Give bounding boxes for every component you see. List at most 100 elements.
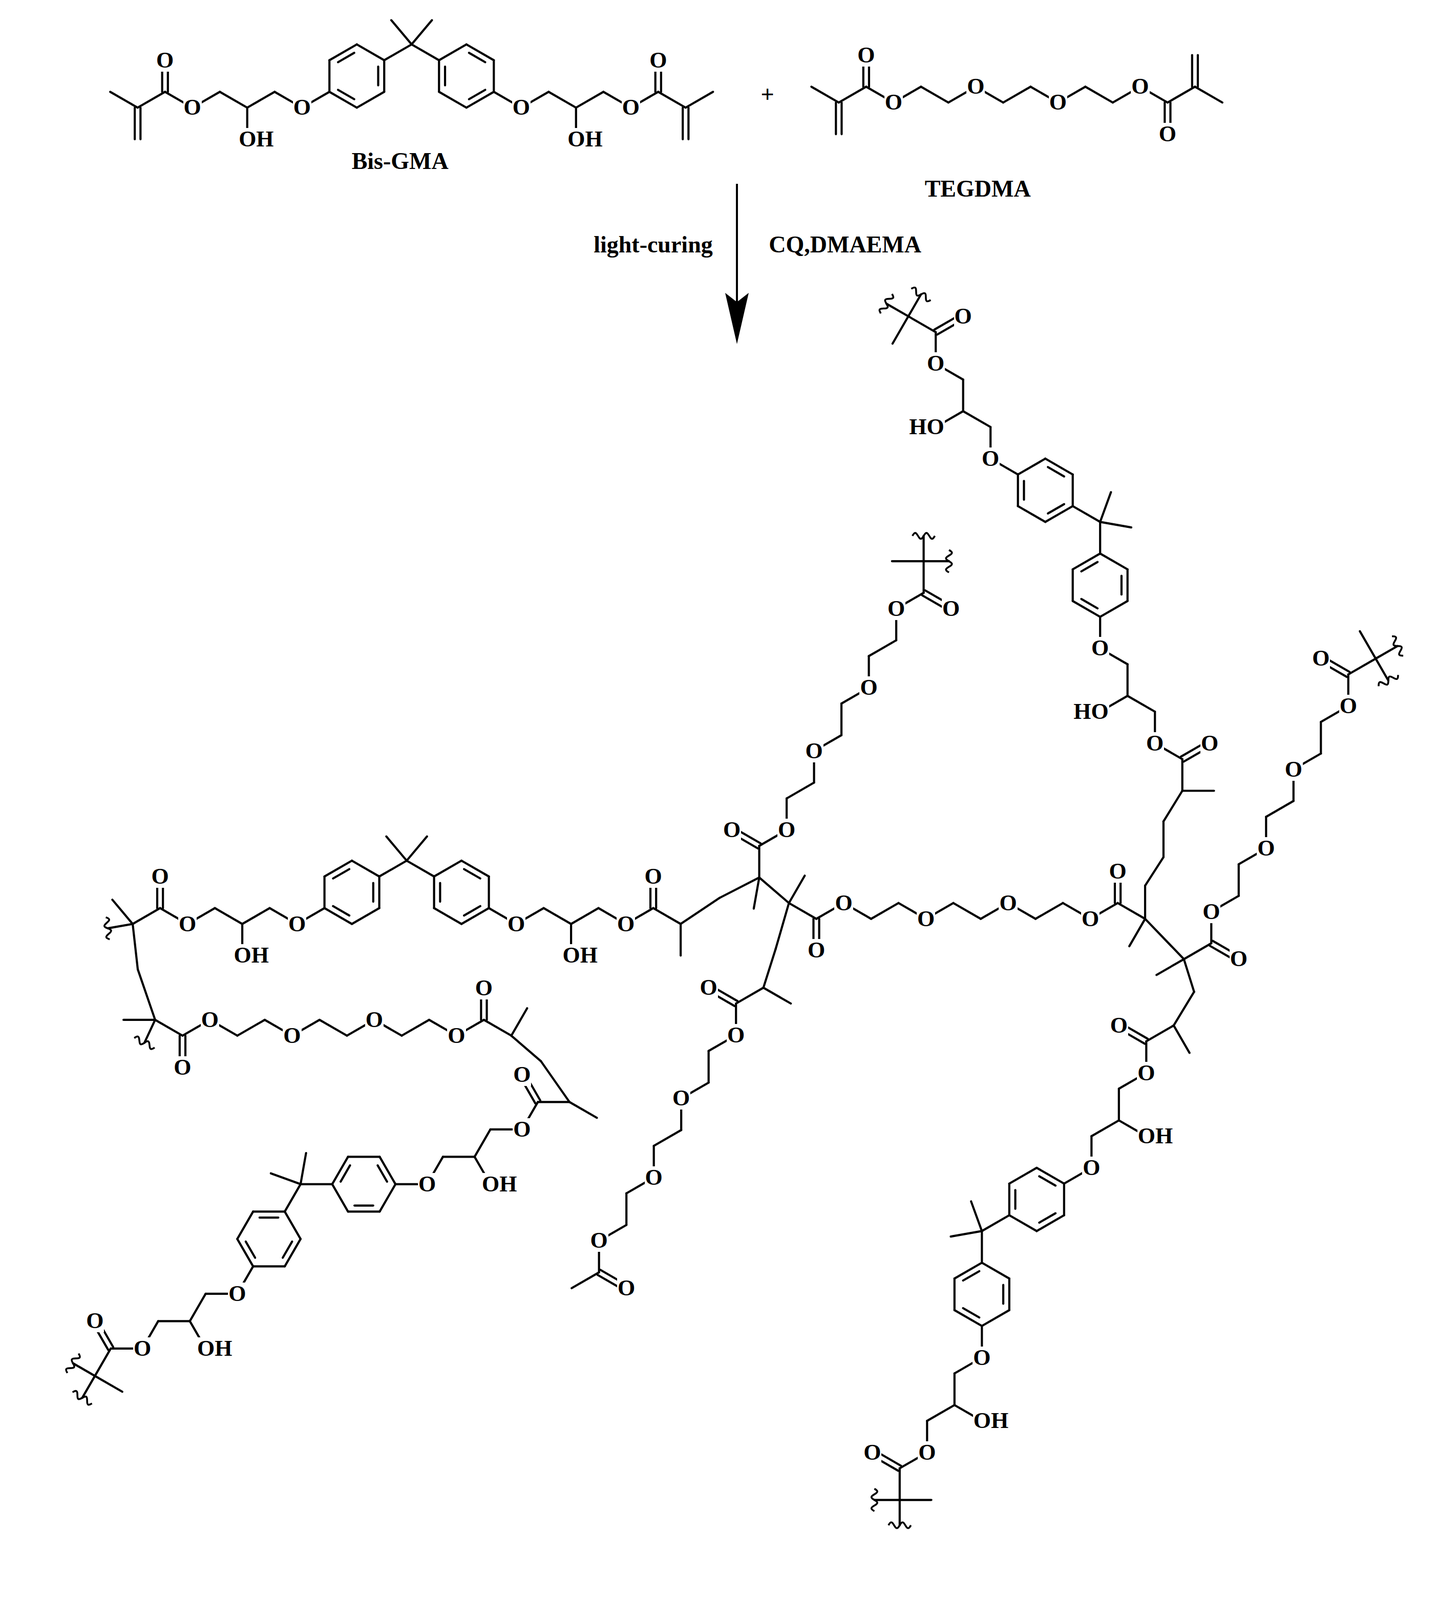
benzene-ring — [1009, 1168, 1038, 1185]
benzene-ring — [324, 860, 353, 877]
bond-line — [137, 969, 156, 1021]
bond-line — [687, 107, 690, 140]
atom-label: O — [287, 913, 307, 936]
atom-label-text: O — [1081, 907, 1100, 931]
bond-line — [483, 1020, 512, 1037]
atom-label: O — [150, 865, 169, 889]
atom-label-text: O — [1158, 122, 1177, 146]
arrow-head — [725, 292, 749, 345]
bond-line — [920, 86, 949, 103]
atom-label-text: O — [862, 1441, 882, 1465]
atom-label: O — [621, 96, 641, 119]
benzene-ring — [981, 1262, 1010, 1279]
benzene-ring — [259, 1216, 279, 1219]
atom-label: O — [966, 75, 985, 98]
benzene-ring — [377, 1165, 387, 1182]
bond-line — [1375, 646, 1398, 660]
benzene-ring — [379, 1184, 396, 1213]
atom-label-text: OH — [196, 1337, 233, 1361]
bond-line — [112, 899, 133, 924]
bond-line — [1319, 722, 1322, 754]
atom-label: O — [512, 1118, 532, 1141]
atom-label-text: O — [173, 1056, 192, 1080]
bond-line — [1072, 505, 1101, 522]
benzene-ring — [438, 91, 467, 108]
atom-label: O — [859, 676, 878, 700]
atom-label-text: O — [807, 939, 826, 962]
atom-label: O — [972, 1346, 991, 1370]
wavy-bond — [871, 1489, 878, 1512]
atom-label: O — [777, 818, 796, 842]
atom-label: O — [1136, 1062, 1156, 1085]
bond-line — [411, 19, 433, 45]
atom-label: O — [998, 892, 1018, 915]
bond-line — [1191, 55, 1194, 88]
atom-label: O — [1339, 694, 1358, 718]
bond-line — [94, 1376, 123, 1392]
atom-label-text: OH — [973, 1409, 1009, 1433]
atom-label: O — [1284, 758, 1303, 781]
atom-label: O — [1201, 900, 1221, 924]
benzene-ring — [376, 66, 379, 86]
benzene-ring — [332, 1184, 349, 1213]
bond-line — [571, 908, 599, 925]
benzene-ring — [1047, 467, 1065, 477]
atom-label: O — [365, 1008, 384, 1032]
atom-label-text: OH — [566, 128, 603, 151]
atom-label: O — [699, 976, 718, 1000]
wavy-bond — [1378, 674, 1399, 687]
atom-label-text: O — [926, 352, 945, 375]
bond-line — [962, 379, 965, 412]
bond-line — [319, 1020, 348, 1037]
bond-line — [1196, 55, 1199, 88]
atom-label-text: O — [616, 913, 636, 936]
atom-label-text: O — [804, 740, 823, 763]
wavy-bond — [72, 1391, 93, 1406]
atom-label: O — [178, 913, 197, 936]
atom-label: O — [85, 1309, 104, 1333]
benzene-ring — [329, 91, 357, 108]
benzene-ring — [953, 1278, 956, 1311]
bond-line — [1003, 86, 1031, 103]
bond-line — [757, 846, 760, 878]
bond-line — [1146, 1025, 1174, 1042]
atom-label: OH — [233, 944, 269, 967]
bond-line — [980, 1231, 983, 1263]
benzene-ring — [337, 89, 355, 99]
benzene-ring — [434, 908, 462, 925]
atom-label: O — [1108, 860, 1127, 883]
wavy-bond — [66, 1354, 80, 1374]
atom-label-text: O — [512, 96, 531, 119]
bond-line — [680, 898, 720, 925]
benzene-ring — [1008, 1278, 1011, 1311]
bond-line — [284, 1184, 301, 1213]
atom-label-text: O — [886, 597, 906, 621]
bond-line — [681, 107, 684, 140]
atom-label: O — [856, 44, 876, 67]
bond-line — [1127, 695, 1156, 712]
atom-label: O — [834, 892, 853, 915]
bond-line — [811, 86, 839, 103]
atom-label: O — [512, 96, 531, 119]
benzene-ring — [1100, 553, 1128, 570]
atom-label-text: HO — [908, 415, 945, 439]
benzene-ring — [252, 1210, 285, 1213]
benzene-ring — [378, 876, 381, 909]
benzene-ring — [383, 60, 386, 93]
bond-line — [892, 316, 909, 345]
atom-label: O — [981, 447, 1000, 471]
benzene-ring — [245, 1241, 256, 1259]
bond-line — [874, 1498, 900, 1502]
atom-label-text: O — [1090, 637, 1110, 660]
bond-line — [1156, 959, 1185, 976]
benzene-ring — [1071, 569, 1074, 602]
bond-line — [953, 903, 982, 920]
bond-line — [571, 1272, 600, 1289]
atom-label: O — [1082, 1156, 1101, 1180]
benzene-ring — [1039, 1176, 1056, 1186]
atom-label-text: O — [621, 96, 641, 119]
atom-label: O — [282, 1024, 302, 1048]
bond-line — [132, 908, 161, 925]
bond-line — [406, 836, 428, 861]
